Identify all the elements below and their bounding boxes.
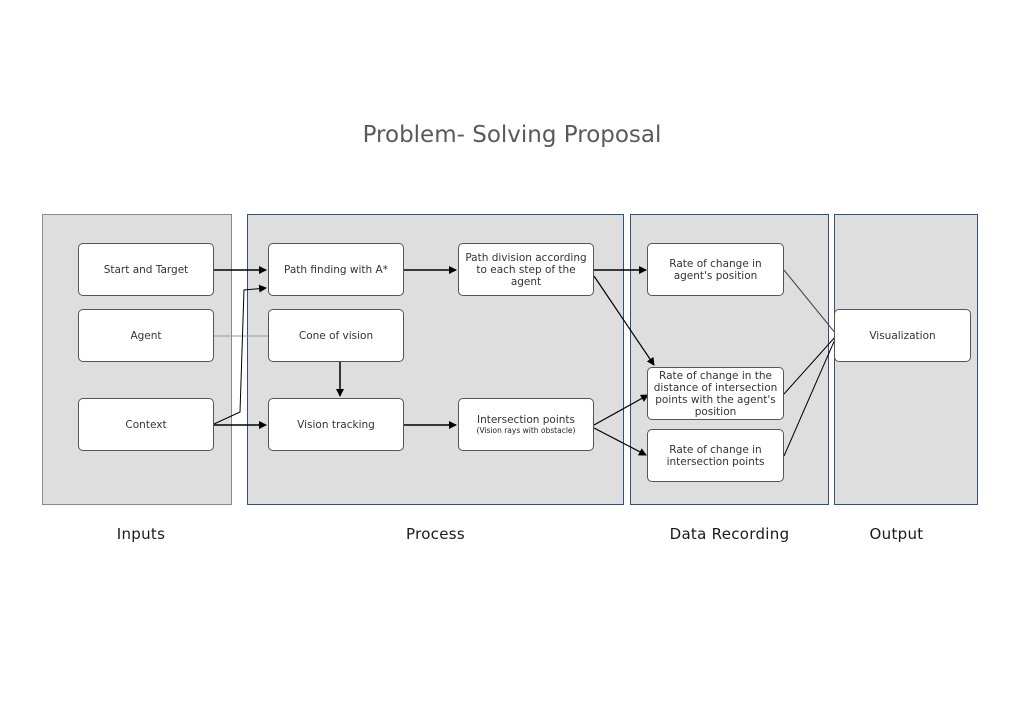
visualization-node: Visualization (834, 309, 971, 362)
page-title: Problem- Solving Proposal (362, 122, 662, 148)
rate-intersection-node: Rate of change in intersection points (647, 429, 784, 482)
intersection-points-sublabel: (Vision rays with obstacle) (476, 425, 576, 435)
rate-distance-node: Rate of change in the distance of inters… (647, 367, 784, 420)
context-node: Context (78, 398, 214, 451)
vision-tracking-node: Vision tracking (268, 398, 404, 451)
path-division-node: Path division according to each step of … (458, 243, 594, 296)
intersection-points-label: Intersection points (476, 413, 576, 426)
data-recording-label: Data Recording (669, 525, 790, 543)
path-finding-node: Path finding with A* (268, 243, 404, 296)
output-label: Output (869, 525, 924, 543)
process-label: Process (405, 525, 465, 543)
agent-node: Agent (78, 309, 214, 362)
inputs-label: Inputs (116, 525, 166, 543)
start-target-node: Start and Target (78, 243, 214, 296)
intersection-points-node: Intersection points (Vision rays with ob… (458, 398, 594, 451)
cone-of-vision-node: Cone of vision (268, 309, 404, 362)
rate-position-node: Rate of change in agent's position (647, 243, 784, 296)
